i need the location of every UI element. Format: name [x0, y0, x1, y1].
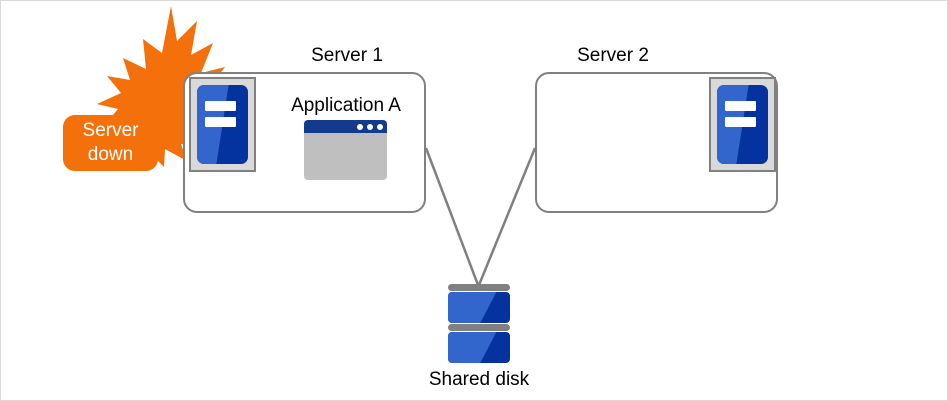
connector-server1-to-disk: [424, 147, 480, 286]
server1-icon-bar-2: [205, 116, 236, 127]
server2-title: Server 2: [577, 45, 649, 66]
shared-disk-platter-2: [448, 332, 510, 363]
server1-icon-bar-1: [205, 100, 236, 112]
shared-disk-separator-middle: [448, 324, 510, 331]
status-badge-line2: down: [87, 144, 134, 165]
shared-disk-platter-1: [448, 292, 510, 323]
app-window-dot-2: [367, 124, 373, 130]
app-window-dot-1: [357, 124, 363, 130]
shared-disk-separator-top: [448, 284, 510, 291]
server2-machine-icon: [709, 77, 776, 172]
app-window-titlebar: [304, 120, 387, 133]
status-badge-line1: Server: [82, 120, 139, 141]
server1-title: Server 1: [311, 45, 383, 66]
server2-icon-body: [717, 85, 768, 164]
application-a-window-icon: [304, 120, 387, 180]
shared-disk-label: Shared disk: [428, 369, 530, 390]
status-badge-server-down: Server down: [63, 115, 158, 171]
shared-disk-platter-2-highlight: [448, 332, 497, 363]
app-window-dot-3: [377, 124, 383, 130]
application-a-label: Application A: [291, 95, 401, 116]
server1-icon-body: [197, 85, 248, 164]
server1-machine-icon: [189, 77, 256, 172]
shared-disk-platter-1-highlight: [448, 292, 497, 323]
server2-icon-bar-2: [725, 116, 756, 127]
shared-disk-icon[interactable]: [448, 284, 510, 363]
connector-server2-to-disk: [477, 147, 537, 286]
server2-icon-bar-1: [725, 100, 756, 112]
